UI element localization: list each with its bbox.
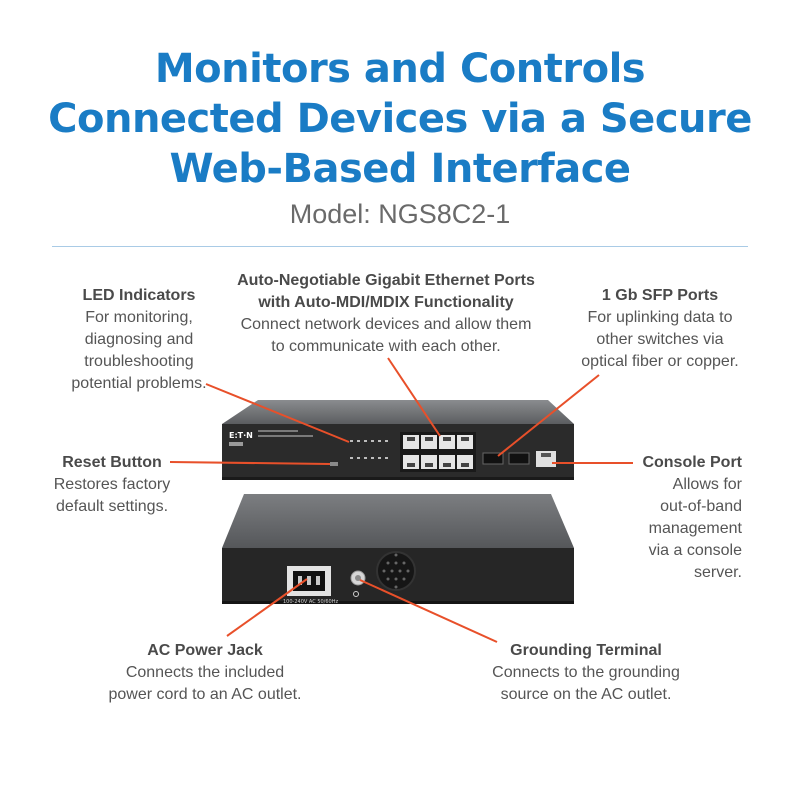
callout-line: management [648,520,742,537]
fan-grille [376,551,416,591]
power-rating-label: 100-240V AC 50/60Hz [283,599,338,605]
callout-line: via a console [648,542,742,559]
callout-heading: AC Power Jack [147,642,263,659]
callout-ac-power-jack: AC Power Jack Connects the included powe… [90,640,320,706]
callout-line: Connects to the grounding [492,664,680,681]
switch-rear-view: 100-240V AC 50/60Hz [222,494,574,605]
callout-line: optical fiber or copper. [581,353,739,370]
leader-power [226,578,308,637]
callout-heading: LED Indicators [82,287,196,304]
sfp-ports [482,452,530,465]
callout-line: potential problems. [71,375,207,392]
callout-line: For monitoring, [85,309,193,326]
model-badge [229,442,243,446]
callout-line: out-of-band [660,498,742,515]
callout-ethernet-ports: Auto-Negotiable Gigabit Ethernet Ports w… [216,270,556,358]
callout-line: For uplinking data to [587,309,733,326]
callout-line: default settings. [55,498,169,515]
page-title: Monitors and Controls Connected Devices … [0,44,800,194]
led-indicators [350,440,388,459]
callout-reset-button: Reset Button Restores factory default se… [44,452,180,518]
callout-line: source on the AC outlet. [500,686,672,703]
leader-sfp [497,374,600,457]
callout-line: server. [693,564,742,581]
callout-console-port: Console Port Allows for out-of-band mana… [610,452,742,584]
callout-heading: Auto-Negotiable Gigabit Ethernet Ports [237,272,535,289]
callout-sfp-ports: 1 Gb SFP Ports For uplinking data to oth… [570,285,750,373]
switch-front-edge [222,477,574,480]
callout-heading: Grounding Terminal [510,642,662,659]
callout-line: troubleshooting [84,353,194,370]
leader-led [205,383,350,443]
callout-grounding-terminal: Grounding Terminal Connects to the groun… [472,640,700,706]
switch-rear-edge [222,601,574,604]
callout-line: to communicate with each other. [271,338,501,355]
reset-button [330,462,338,466]
title-line-2: Connected Devices via a Secure [48,96,752,142]
console-port-latch [541,453,551,457]
callout-line: other switches via [596,331,724,348]
ethernet-ports [400,432,476,472]
leader-ground [359,579,498,643]
switch-rear-top-panel [222,494,574,548]
brand-logo: E:T·N [229,431,253,440]
switch-front-view: E:T·N [222,400,574,480]
front-label-print [258,435,313,437]
callout-led-indicators: LED Indicators For monitoring, diagnosin… [46,285,232,395]
callout-line: Allows for [672,476,742,493]
callout-heading: 1 Gb SFP Ports [601,287,719,304]
callout-line: Restores factory [53,476,171,493]
model-number: Model: NGS8C2-1 [289,199,511,229]
callout-heading: Console Port [642,454,742,471]
callout-heading: with Auto-MDI/MDIX Functionality [258,294,514,311]
callout-line: Connects the included [125,664,285,681]
switch-front-top-panel [222,400,574,424]
divider [52,246,748,247]
leader-ethernet [387,357,441,437]
callout-line: diagnosing and [84,331,194,348]
ground-symbol-icon [353,591,359,597]
title-line-1: Monitors and Controls [154,46,646,92]
callout-heading: Reset Button [62,454,162,471]
front-label-print [258,430,298,432]
callout-line: Connect network devices and allow them [240,316,532,333]
leader-reset [169,461,331,465]
switch-front-panel [222,424,574,479]
callout-line: power cord to an AC outlet. [108,686,302,703]
leader-lines [169,357,633,643]
title-line-3: Web-Based Interface [169,146,631,192]
